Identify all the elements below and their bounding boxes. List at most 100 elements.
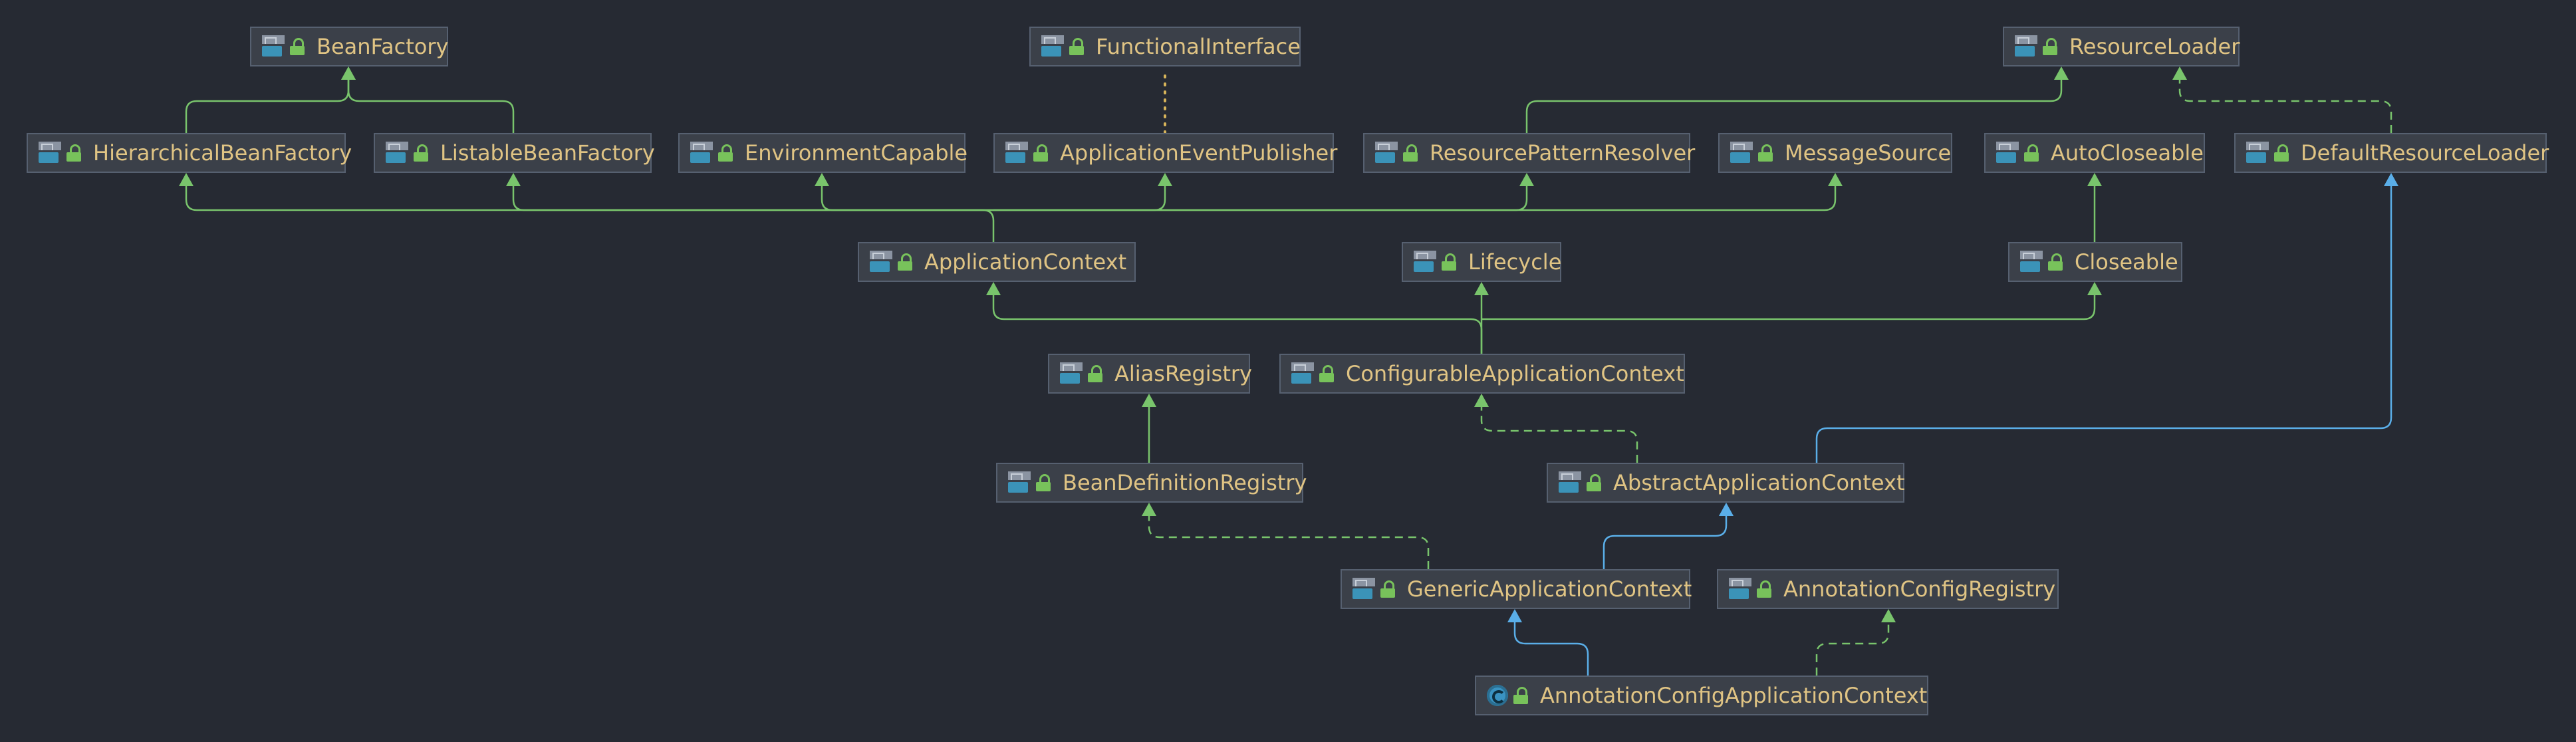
edge-configurable-application-context-closeable-arrowhead (2087, 282, 2102, 295)
public-lock-icon (1033, 144, 1048, 162)
edge-configurable-application-context-application-context (992, 285, 1483, 354)
public-lock-icon (1757, 580, 1771, 598)
node-label: BeanFactory (317, 34, 449, 59)
edge-listable-bean-factory-bean-factory-arrowhead (341, 66, 356, 80)
interface-icon (2246, 142, 2269, 164)
edge-application-context-environment-capable-arrowhead (815, 173, 829, 186)
node-generic-application-context[interactable]: GenericApplicationContext (1341, 569, 1692, 609)
node-label: ConfigurableApplicationContext (1346, 361, 1684, 386)
edge-generic-application-context-abstract-application-context (1603, 505, 1728, 569)
interface-icon (1352, 578, 1375, 600)
node-label: FunctionalInterface (1096, 34, 1301, 59)
node-label: AutoCloseable (2051, 140, 2204, 166)
interface-icon (1414, 251, 1436, 273)
public-lock-icon (2048, 253, 2063, 271)
edge-default-resource-loader-resource-loader-arrowhead (2172, 66, 2187, 80)
interface-icon (1008, 471, 1031, 494)
public-lock-icon (290, 38, 305, 55)
interface-icon (1041, 35, 1064, 58)
node-application-context[interactable]: ApplicationContext (858, 242, 1136, 282)
node-label: ApplicationContext (924, 249, 1127, 275)
node-label: ListableBeanFactory (440, 140, 655, 166)
node-label: GenericApplicationContext (1407, 576, 1692, 602)
public-lock-icon (414, 144, 428, 162)
edge-annotation-config-application-context-annotation-config-registry-arrowhead (1881, 609, 1896, 622)
edge-application-context-message-source (993, 176, 1837, 211)
interface-icon (690, 142, 713, 164)
interface-icon (1996, 142, 2019, 164)
public-lock-icon (2043, 38, 2057, 55)
node-hierarchical-bean-factory[interactable]: HierarchicalBeanFactory (27, 133, 352, 173)
node-label: ResourceLoader (2069, 34, 2240, 59)
public-lock-icon (1319, 365, 1334, 382)
node-default-resource-loader[interactable]: DefaultResourceLoader (2234, 133, 2549, 173)
public-lock-icon (1403, 144, 1418, 162)
public-lock-icon (66, 144, 81, 162)
interface-icon (1005, 142, 1028, 164)
edge-abstract-application-context-configurable-application-context (1480, 396, 1638, 463)
edge-application-context-environment-capable (821, 176, 993, 211)
node-label: ResourcePatternResolver (1430, 140, 1696, 166)
node-label: Closeable (2075, 249, 2178, 275)
interface-icon (1730, 142, 1753, 164)
edge-listable-bean-factory-bean-factory (347, 69, 515, 133)
edge-resource-pattern-resolver-resource-loader (1525, 69, 2063, 133)
public-lock-icon (1036, 474, 1051, 491)
public-lock-icon (1088, 365, 1102, 382)
node-label: AbstractApplicationContext (1613, 470, 1905, 495)
node-message-source[interactable]: MessageSource (1718, 133, 1952, 173)
node-alias-registry[interactable]: AliasRegistry (1048, 354, 1252, 394)
node-listable-bean-factory[interactable]: ListableBeanFactory (374, 133, 655, 173)
edge-generic-application-context-bean-definition-registry (1148, 505, 1430, 569)
node-label: Lifecycle (1468, 249, 1562, 275)
node-abstract-application-context[interactable]: AbstractApplicationContext (1547, 463, 1904, 503)
public-lock-icon (1587, 474, 1601, 491)
node-label: AnnotationConfigApplicationContext (1540, 683, 1928, 708)
interface-icon (1375, 142, 1398, 164)
edge-application-context-hierarchical-bean-factory (185, 176, 995, 242)
edge-application-context-listable-bean-factory (512, 176, 993, 211)
edge-configurable-application-context-closeable (1481, 285, 2096, 320)
public-lock-icon (1069, 38, 1084, 55)
node-label: BeanDefinitionRegistry (1063, 470, 1307, 495)
edge-application-context-hierarchical-bean-factory-arrowhead (179, 173, 193, 186)
public-lock-icon (1758, 144, 1773, 162)
node-functional-interface[interactable]: FunctionalInterface (1029, 27, 1301, 66)
interface-icon (39, 142, 61, 164)
node-closeable[interactable]: Closeable (2008, 242, 2182, 282)
node-configurable-application-context[interactable]: ConfigurableApplicationContext (1279, 354, 1685, 394)
node-annotation-config-registry[interactable]: AnnotationConfigRegistry (1717, 569, 2059, 609)
node-label: HierarchicalBeanFactory (93, 140, 352, 166)
node-application-event-publisher[interactable]: ApplicationEventPublisher (993, 133, 1337, 173)
edge-resource-pattern-resolver-resource-loader-arrowhead (2054, 66, 2069, 80)
node-resource-loader[interactable]: ResourceLoader (2003, 27, 2240, 66)
interface-icon (2020, 251, 2043, 273)
node-resource-pattern-resolver[interactable]: ResourcePatternResolver (1363, 133, 1695, 173)
edge-application-context-resource-pattern-resolver (993, 176, 1528, 211)
public-lock-icon (718, 144, 733, 162)
node-label: DefaultResourceLoader (2301, 140, 2549, 166)
node-auto-closeable[interactable]: AutoCloseable (1984, 133, 2205, 173)
edge-annotation-config-application-context-generic-application-context (1513, 612, 1589, 676)
interface-icon (1559, 471, 1581, 494)
public-lock-icon (1442, 253, 1456, 271)
node-bean-factory[interactable]: BeanFactory (250, 27, 448, 66)
public-lock-icon (1380, 580, 1395, 598)
node-lifecycle[interactable]: Lifecycle (1402, 242, 1561, 282)
node-label: AliasRegistry (1114, 361, 1252, 386)
class-icon (1487, 685, 1508, 706)
node-label: AnnotationConfigRegistry (1783, 576, 2056, 602)
node-bean-definition-registry[interactable]: BeanDefinitionRegistry (996, 463, 1307, 503)
edge-hierarchical-bean-factory-bean-factory (185, 69, 350, 133)
edge-annotation-config-application-context-generic-application-context-arrowhead (1507, 609, 1522, 622)
public-lock-icon (898, 253, 912, 271)
node-environment-capable[interactable]: EnvironmentCapable (678, 133, 967, 173)
interface-icon (1060, 362, 1083, 385)
interface-icon (870, 251, 892, 273)
edge-generic-application-context-abstract-application-context-arrowhead (1719, 503, 1734, 516)
interface-icon (1291, 362, 1314, 385)
edge-application-context-application-event-publisher-arrowhead (1158, 173, 1172, 186)
node-label: MessageSource (1785, 140, 1952, 166)
node-annotation-config-application-context[interactable]: AnnotationConfigApplicationContext (1475, 676, 1928, 715)
interface-icon (2015, 35, 2037, 58)
